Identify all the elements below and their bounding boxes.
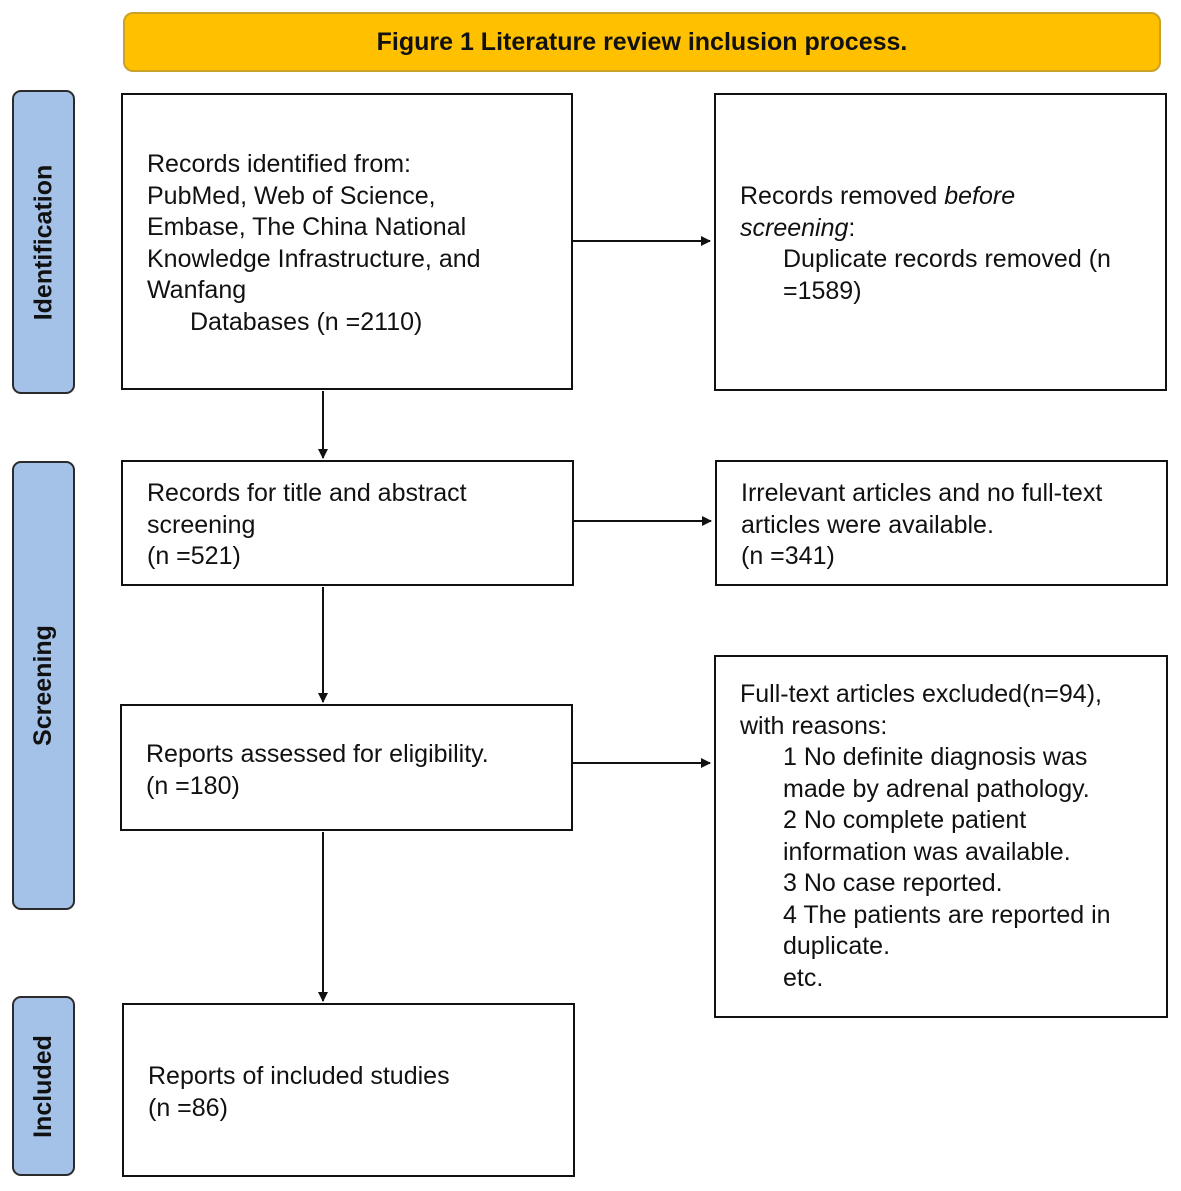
fulltext-excluded-line: Full-text articles excluded(n=94), [740,680,1102,708]
reports-assessed-line: Reports assessed for eligibility. [146,740,489,768]
figure-title-bar: Figure 1 Literature review inclusion pro… [123,12,1161,72]
records-identified-line: PubMed, Web of Science, [147,181,436,210]
irrelevant-articles-line: Irrelevant articles and no full-text [741,479,1103,507]
stage-screening: Screening [12,461,75,910]
reports-included-box: Reports of included studies (n =86) [122,1003,575,1177]
irrelevant-articles-line: (n =341) [741,542,835,570]
records-removed-prefix: Records removed [740,182,945,210]
records-removed-before: before [944,182,1016,210]
records-removed-colon: : [848,213,856,242]
fulltext-excluded-line: with reasons: [740,711,888,740]
fulltext-excluded-reason: etc. [783,963,824,992]
reports-included-line: (n =86) [148,1093,228,1122]
fulltext-excluded-reason: 1 No definite diagnosis was [783,743,1088,771]
records-removed-detail: =1589) [783,276,862,305]
records-identified-line: Records identified from: [147,150,412,178]
fulltext-excluded-reason: made by adrenal pathology. [783,774,1090,803]
records-identified-line: Knowledge Infrastructure, and [147,244,481,273]
records-removed-heading: Records removed before [740,181,1155,213]
fulltext-excluded-reason: information was available. [783,837,1071,866]
records-removed-box: Records removed before screening: Duplic… [714,93,1167,391]
records-removed-detail: Duplicate records removed (n [783,245,1111,273]
records-removed-screening: screening [740,213,849,242]
fulltext-excluded-reason: 3 No case reported. [783,869,1003,897]
records-screened-line: (n =521) [147,542,241,570]
stage-identification: Identification [12,90,75,394]
fulltext-excluded-reason: 4 The patients are reported in [783,900,1111,929]
stage-included: Included [12,996,75,1176]
records-identified-line: Wanfang [147,276,247,304]
records-identified-line: Databases (n =2110) [190,307,423,336]
records-identified-line: Embase, The China National [147,213,467,241]
irrelevant-articles-line: articles were available. [741,510,994,539]
reports-assessed-box: Reports assessed for eligibility. (n =18… [120,704,573,831]
fulltext-excluded-reason: 2 No complete patient [783,806,1027,834]
records-screened-box: Records for title and abstract screening… [121,460,574,586]
reports-assessed-line: (n =180) [146,771,240,800]
irrelevant-articles-box: Irrelevant articles and no full-text art… [715,460,1168,586]
reports-included-line: Reports of included studies [148,1062,450,1090]
records-screened-line: screening [147,510,256,539]
fulltext-excluded-reason: duplicate. [783,932,891,960]
figure-title: Figure 1 Literature review inclusion pro… [376,27,908,56]
records-removed-heading-cont: screening: [740,213,1155,245]
records-identified-box: Records identified from: PubMed, Web of … [121,93,573,390]
records-screened-line: Records for title and abstract [147,479,467,507]
fulltext-excluded-box: Full-text articles excluded(n=94), with … [714,655,1168,1018]
